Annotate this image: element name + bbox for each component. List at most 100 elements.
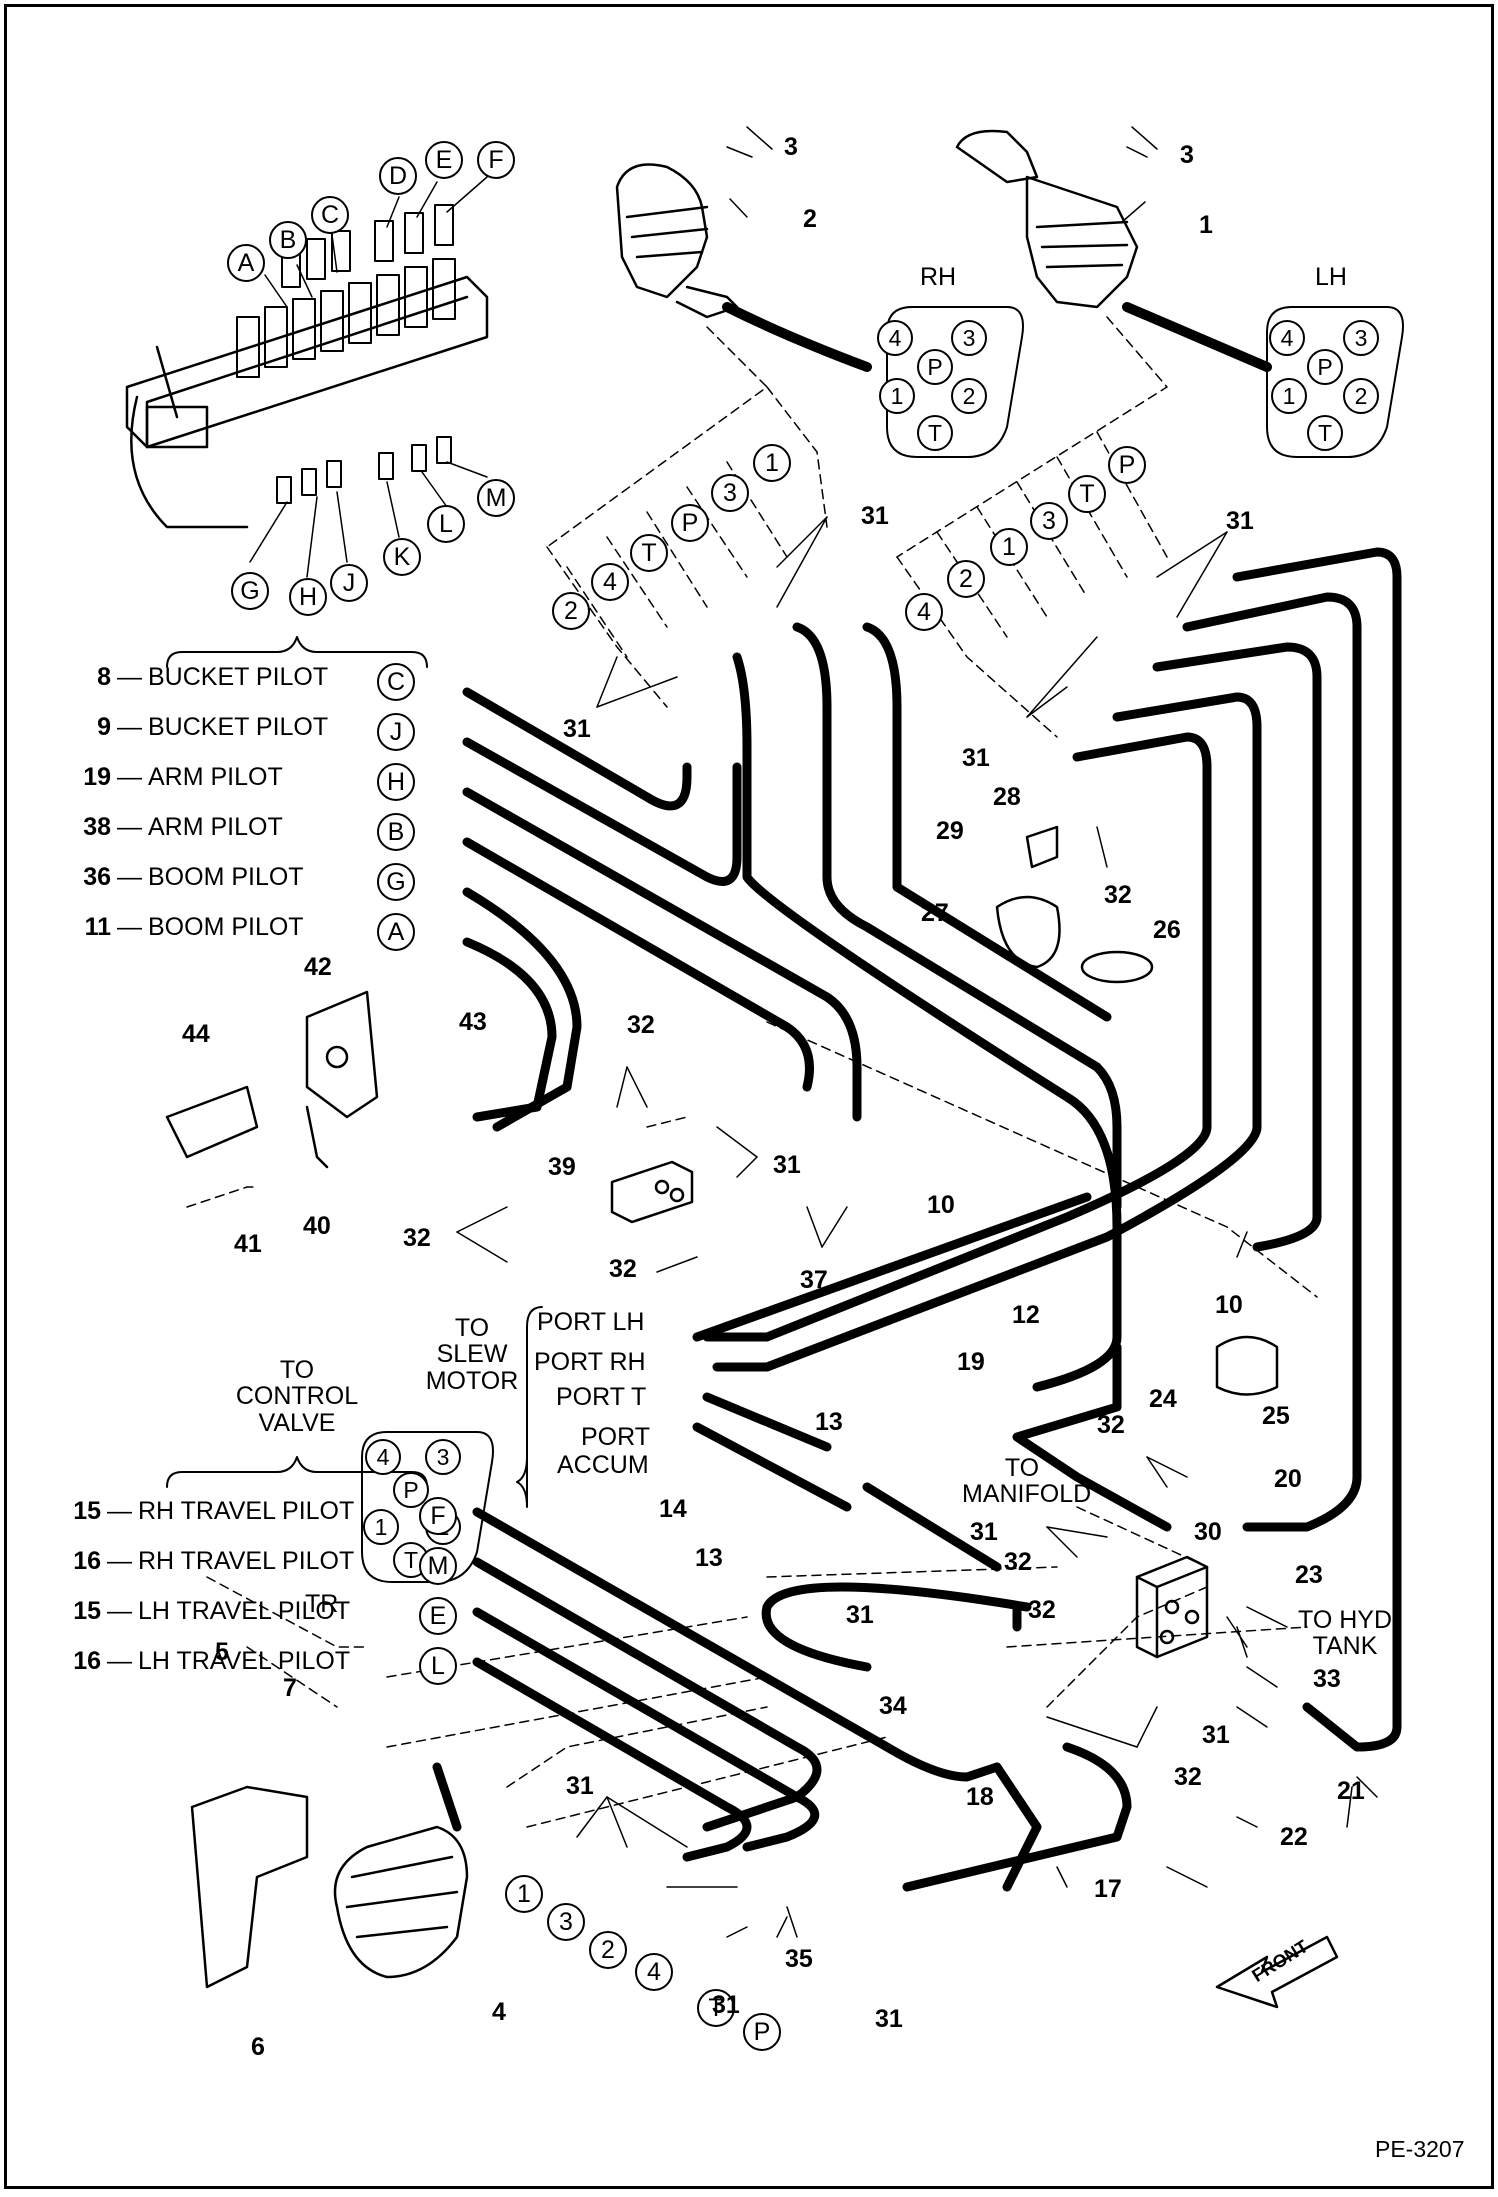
pilot-line-num: 11 [84, 913, 111, 941]
travel-line-num: 16 [73, 1547, 101, 1575]
valve-port-e: E [425, 141, 463, 179]
slew-port-t: PORT T [556, 1383, 647, 1411]
pilot-line-label: BOOM PILOT [148, 913, 304, 941]
hydraulic-pilot-diagram: { "pilot_lines": [ {"num": "8", "label":… [4, 4, 1494, 2189]
pilot-line-port: C [377, 663, 415, 701]
to-slew-motor-note: TO SLEW MOTOR [417, 1315, 527, 1394]
valve-port-b: B [269, 221, 307, 259]
rh-hose-port-3: 3 [711, 474, 749, 512]
callout-29: 29 [936, 817, 964, 845]
travel-hoses [472, 1507, 1132, 1892]
callout-31: 31 [875, 2005, 903, 2033]
travel-line-label: LH TRAVEL PILOT [138, 1647, 351, 1675]
pilot-line-num: 36 [83, 863, 111, 891]
pilot-line-label: BUCKET PILOT [148, 663, 329, 691]
slew-port-accum-1: PORT [581, 1423, 650, 1451]
rh-pin-t: T [917, 415, 953, 451]
callout-32: 32 [1104, 881, 1132, 909]
rh-hose-port-4: 4 [591, 563, 629, 601]
note-line: VALVE [258, 1408, 336, 1437]
travel-hose-port-3: 3 [547, 1903, 585, 1941]
callout-6: 6 [251, 2033, 265, 2061]
travel-line-port: L [419, 1647, 457, 1685]
pilot-line-label: BUCKET PILOT [148, 713, 329, 741]
pilot-line-label: BOOM PILOT [148, 863, 304, 891]
callout-31: 31 [861, 502, 889, 530]
callout-32: 32 [627, 1011, 655, 1039]
lh-joystick-drawing [955, 129, 1272, 372]
callout-32: 32 [1004, 1548, 1032, 1576]
lh-joystick-label: LH [1315, 263, 1347, 291]
lh-hose-port-p: P [1108, 446, 1146, 484]
travel-line-label: RH TRAVEL PILOT [138, 1547, 355, 1575]
callout-3: 3 [1180, 141, 1194, 169]
callout-31: 31 [970, 1518, 998, 1546]
callout-10: 10 [1215, 1291, 1243, 1319]
note-line: CONTROL [235, 1382, 359, 1411]
lh-pin-t: T [1307, 415, 1343, 451]
callout-12: 12 [1012, 1301, 1040, 1329]
valve-port-d: D [379, 157, 417, 195]
slew-port-rh: PORT RH [534, 1348, 646, 1376]
travel-joystick-label: TR [305, 1590, 339, 1618]
travel-line-row: 16— LH TRAVEL PILOT [57, 1647, 350, 1676]
callout-2: 2 [803, 205, 817, 233]
callout-14: 14 [659, 1495, 687, 1523]
rh-joystick-drawing [615, 163, 872, 372]
callout-31: 31 [1226, 507, 1254, 535]
lh-hose-port-3: 3 [1030, 502, 1068, 540]
travel-line-row: 15— RH TRAVEL PILOT [57, 1497, 354, 1526]
pilot-line-port: A [377, 913, 415, 951]
callout-31: 31 [1202, 1721, 1230, 1749]
note-line: TO [279, 1356, 315, 1384]
travel-line-num: 16 [73, 1647, 101, 1675]
callout-33: 33 [1313, 1665, 1341, 1693]
diagram-artwork [125, 126, 1404, 2009]
to-control-valve-note: TO CONTROL VALVE [217, 1357, 377, 1436]
rh-pin-3: 3 [951, 320, 987, 356]
travel-hose-port-t: T [697, 1989, 735, 2027]
valve-port-f: F [477, 141, 515, 179]
callout-42: 42 [304, 953, 332, 981]
valve-port-g: G [231, 572, 269, 610]
lh-hose-port-2: 2 [947, 560, 985, 598]
rh-joystick-label: RH [920, 263, 957, 291]
travel-hose-port-p: P [743, 2013, 781, 2051]
rh-connector-outline [886, 306, 1024, 458]
travel-line-num: 15 [73, 1497, 101, 1525]
pilot-line-port: H [377, 763, 415, 801]
callout-40: 40 [303, 1212, 331, 1240]
callout-4: 4 [492, 1998, 506, 2026]
rh-pin-4: 4 [877, 320, 913, 356]
rh-pin-1: 1 [879, 378, 915, 414]
travel-hose-port-2: 2 [589, 1931, 627, 1969]
lh-pin-1: 1 [1271, 378, 1307, 414]
pilot-line-num: 9 [97, 713, 111, 741]
callout-31: 31 [563, 715, 591, 743]
valve-spools [236, 204, 456, 504]
travel-line-port: E [419, 1597, 457, 1635]
callout-35: 35 [785, 1945, 813, 1973]
callout-31: 31 [773, 1151, 801, 1179]
tr-connector-outline [361, 1431, 494, 1583]
travel-line-label: LH TRAVEL PILOT [138, 1597, 351, 1625]
note-line: TO HYD [1298, 1606, 1392, 1634]
valve-port-j: J [330, 564, 368, 602]
callout-24: 24 [1149, 1385, 1177, 1413]
pilot-line-row: 38— ARM PILOT [67, 813, 283, 842]
pilot-line-row: 9— BUCKET PILOT [67, 713, 328, 742]
valve-port-h: H [289, 578, 327, 616]
to-manifold-note: TO MANIFOLD [962, 1455, 1091, 1508]
lh-hose-port-1: 1 [990, 528, 1028, 566]
pilot-line-num: 38 [83, 813, 111, 841]
slew-port-accum-2: ACCUM [557, 1451, 649, 1479]
callout-44: 44 [182, 1020, 210, 1048]
callout-7: 7 [283, 1674, 297, 1702]
callout-41: 41 [234, 1230, 262, 1258]
callout-20: 20 [1274, 1465, 1302, 1493]
travel-hose-port-1: 1 [505, 1875, 543, 1913]
rh-pin-p: P [917, 349, 953, 385]
pilot-line-port: G [377, 863, 415, 901]
callout-32: 32 [609, 1255, 637, 1283]
callout-30: 30 [1194, 1518, 1222, 1546]
